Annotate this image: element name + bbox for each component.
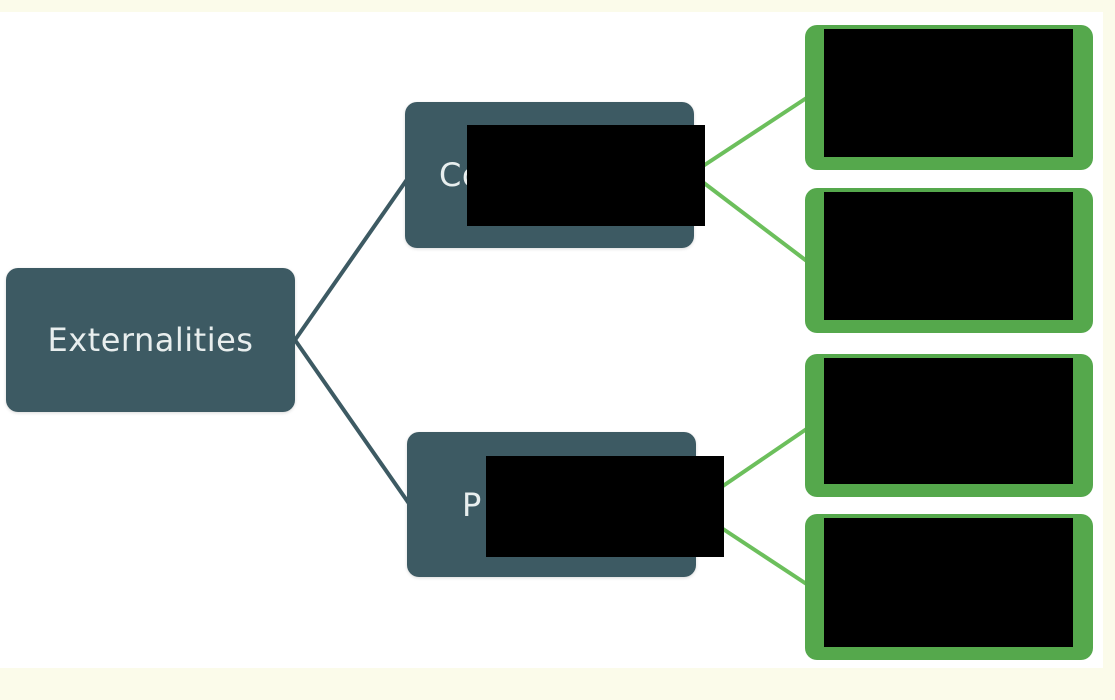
leaf-node-4	[805, 514, 1093, 660]
leaf-node-1	[805, 25, 1093, 170]
connector-top-to-leaf-2	[698, 178, 810, 264]
node-externalities: Externalities	[6, 268, 295, 412]
redaction-box-top	[467, 125, 705, 226]
connector-bottom-to-leaf-3	[718, 426, 810, 490]
leaf-node-1-redaction	[824, 29, 1073, 157]
connector-top-to-leaf-1	[698, 95, 810, 170]
leaf-node-3-redaction	[824, 358, 1073, 484]
node-branch-bottom-label: P	[462, 485, 482, 524]
connector-bottom-to-leaf-4	[718, 525, 810, 587]
node-externalities-label: Externalities	[47, 321, 254, 359]
leaf-node-3	[805, 354, 1093, 497]
redaction-box-bottom	[486, 456, 724, 557]
leaf-node-4-redaction	[824, 518, 1073, 647]
connector-root-to-bottom	[293, 338, 412, 507]
connector-root-to-top	[293, 176, 410, 342]
leaf-node-2-redaction	[824, 192, 1073, 320]
leaf-node-2	[805, 188, 1093, 333]
